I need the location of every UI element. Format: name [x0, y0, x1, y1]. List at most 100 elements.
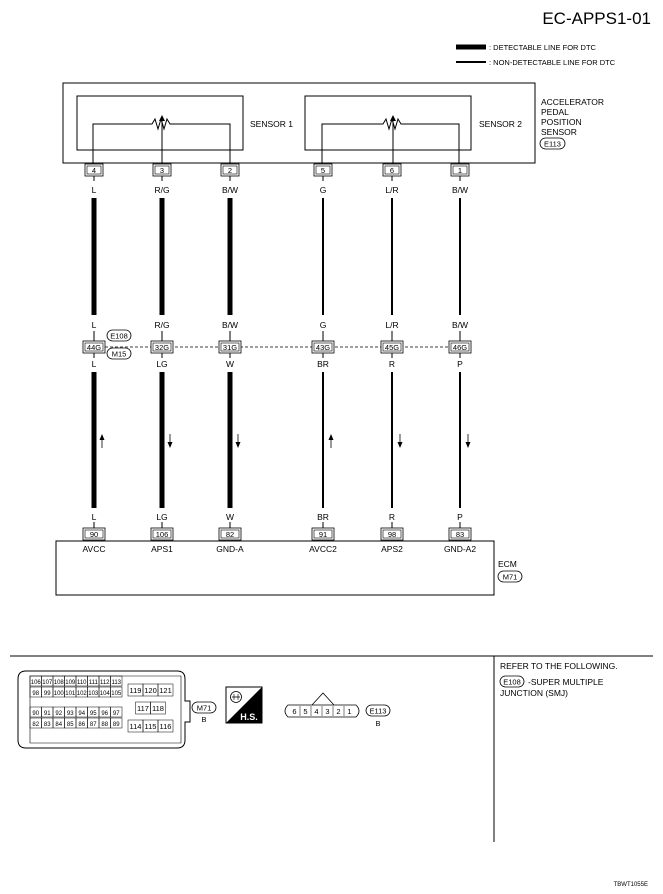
- m71-face-label: M71: [197, 704, 212, 713]
- wire-color-top: B/W: [222, 185, 238, 195]
- wire-color-joint-bottom: R: [389, 359, 395, 369]
- wire-color-joint-top: L: [92, 320, 97, 330]
- e113-pin: 6: [292, 707, 296, 716]
- m71-pin: 83: [44, 722, 51, 728]
- m71-pin: 82: [32, 722, 39, 728]
- sensor2-label: SENSOR 2: [479, 119, 522, 129]
- signal-arrow: [235, 442, 241, 448]
- ecm-terminal-name: APS1: [151, 544, 173, 554]
- refer-title: REFER TO THE FOLLOWING.: [500, 661, 618, 671]
- connector-view-icon: [230, 691, 242, 703]
- m71-pin: 114: [130, 722, 142, 731]
- sensor-pin: 4: [92, 166, 96, 175]
- m71-pin: 110: [77, 680, 87, 686]
- wire-color-top: B/W: [452, 185, 468, 195]
- wire-color-joint-bottom: P: [457, 359, 463, 369]
- m71-cell: [110, 675, 123, 687]
- m71-cell: [157, 719, 174, 733]
- wire-color-joint-top: B/W: [452, 320, 468, 330]
- m71-cell: [157, 683, 174, 697]
- sensor-pin: 5: [321, 166, 325, 175]
- refer-text-line1: -SUPER MULTIPLE: [528, 677, 604, 687]
- m71-pin: 100: [54, 691, 65, 697]
- ecm-terminal-name: AVCC2: [309, 544, 337, 554]
- e113-pin: 2: [336, 707, 340, 716]
- hs-badge: H.S.: [225, 686, 263, 724]
- joint-pin: 43G: [316, 343, 330, 352]
- ecm-pin-box: [448, 527, 472, 541]
- m71-pin: 106: [31, 680, 42, 686]
- ecm-label: ECM: [498, 559, 517, 569]
- e113-face-color: B: [375, 719, 380, 728]
- signal-arrow: [397, 442, 403, 448]
- e113-pin: 4: [314, 707, 318, 716]
- joint-pin: 45G: [385, 343, 399, 352]
- sensor-name-line1: ACCELERATOR: [541, 97, 604, 107]
- m71-pin: 115: [145, 722, 157, 731]
- sensor-pin: 3: [160, 166, 164, 175]
- m71-pin: 93: [67, 711, 74, 717]
- wire-color-joint-top: G: [320, 320, 327, 330]
- wire-color-joint-bottom: LG: [156, 359, 167, 369]
- m71-pin: 86: [78, 722, 85, 728]
- m71-pin: 88: [101, 722, 108, 728]
- m71-pin: 102: [77, 691, 88, 697]
- wire-color-joint-top: B/W: [222, 320, 238, 330]
- m71-pin: 99: [44, 691, 51, 697]
- wire-color-bottom: LG: [156, 512, 167, 522]
- wire-color-joint-bottom: L: [92, 359, 97, 369]
- m71-pin: 105: [111, 691, 122, 697]
- m71-pin: 89: [113, 722, 120, 728]
- wire-color-bottom: BR: [317, 512, 329, 522]
- m71-pin: 84: [55, 722, 62, 728]
- e113-pin: 1: [347, 707, 351, 716]
- wire-color-joint-bottom: W: [226, 359, 234, 369]
- ecm-terminal-name: APS2: [381, 544, 403, 554]
- joint-pin: 32G: [155, 343, 169, 352]
- page-title: EC-APPS1-01: [542, 9, 651, 28]
- sensor-name-line2: PEDAL: [541, 107, 569, 117]
- wire-color-top: G: [320, 185, 327, 195]
- m71-pin: 90: [32, 711, 39, 717]
- m71-pin: 94: [78, 711, 85, 717]
- ecm-pin-box: [150, 527, 174, 541]
- wire-color-top: L/R: [385, 185, 398, 195]
- harness-connector-upper: E108: [110, 332, 128, 341]
- wire-color-top: L: [92, 185, 97, 195]
- m71-pin: 85: [67, 722, 74, 728]
- m71-pin: 98: [32, 691, 39, 697]
- m71-pin: 96: [101, 711, 108, 717]
- refer-connector-id: E108: [503, 678, 521, 687]
- m71-pin: 92: [55, 711, 62, 717]
- sensor-pin: 2: [228, 166, 232, 175]
- sensor-name-line4: SENSOR: [541, 127, 577, 137]
- wire-color-bottom: R: [389, 512, 395, 522]
- ecm-box: ECM M71: [55, 540, 523, 596]
- m71-pin: 103: [88, 691, 99, 697]
- sensor-name-line3: POSITION: [541, 117, 582, 127]
- wire-color-bottom: L: [92, 512, 97, 522]
- m71-pin: 104: [100, 691, 111, 697]
- m71-pin: 119: [130, 686, 142, 695]
- wire-color-joint-top: L/R: [385, 320, 398, 330]
- m71-pin: 120: [144, 686, 157, 695]
- e113-pin: 3: [325, 707, 329, 716]
- m71-pin: 91: [44, 711, 51, 717]
- ecm-terminal-name: AVCC: [83, 544, 106, 554]
- e113-face-label: E113: [370, 707, 387, 716]
- harness-connector-ids: E108 M15: [106, 329, 132, 360]
- accelerator-pedal-sensor: SENSOR 1 SENSOR 2 ACCELERATOR PEDAL POSI…: [62, 82, 604, 167]
- sensor-pin: 1: [458, 166, 462, 175]
- legend-non-detectable: : NON-DETECTABLE LINE FOR DTC: [489, 58, 616, 67]
- m71-pin: 108: [54, 680, 65, 686]
- m71-pin: 109: [65, 680, 76, 686]
- ecm-pin: 83: [456, 530, 464, 539]
- harness-connector-lower: M15: [112, 350, 127, 359]
- refer-section: REFER TO THE FOLLOWING. E108 -SUPER MULT…: [499, 661, 618, 698]
